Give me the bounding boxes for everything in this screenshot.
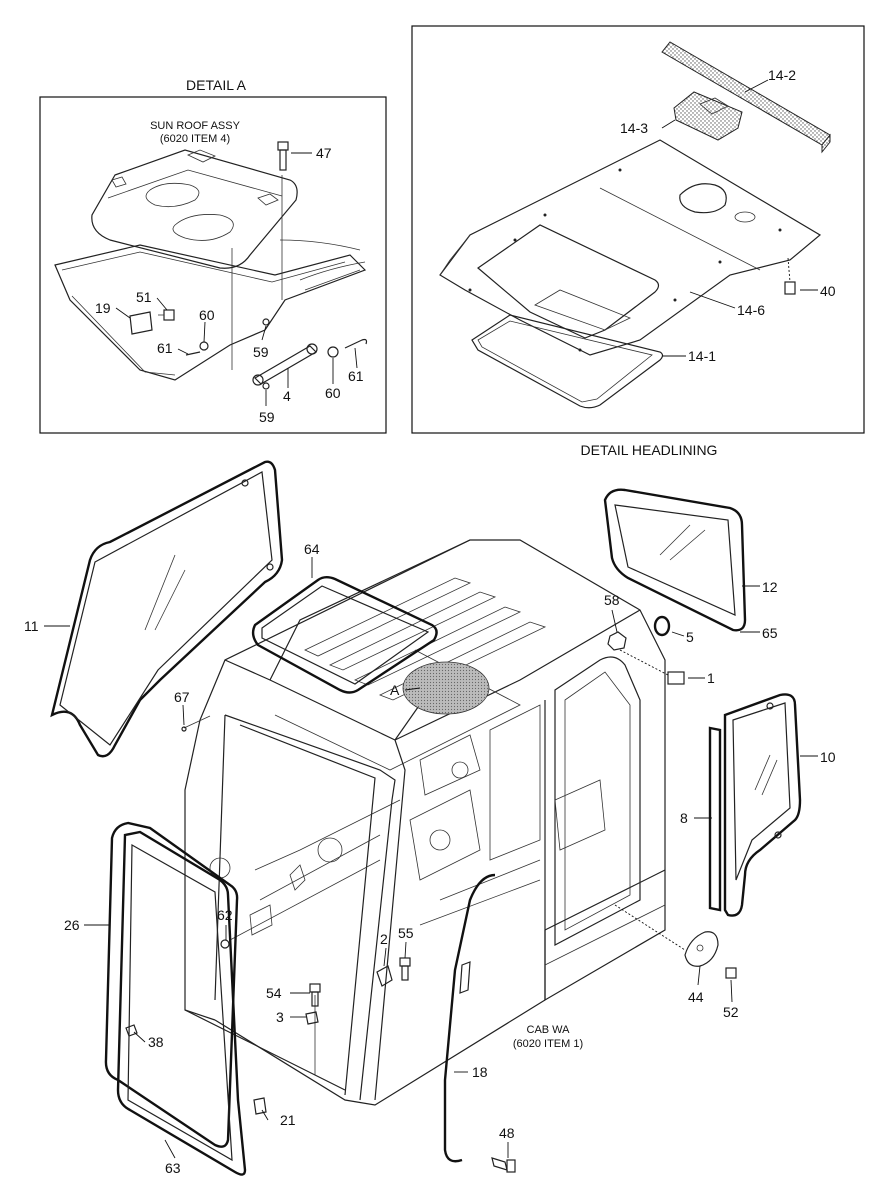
pin-67 [183, 715, 211, 729]
sun-roof-label-2: (6020 ITEM 4) [160, 133, 230, 145]
callout-44: 44 [688, 989, 704, 1005]
callout-59-top: 59 [253, 344, 269, 360]
callout-59-bottom: 59 [259, 409, 275, 425]
callout-12: 12 [762, 579, 778, 595]
callout-55: 55 [398, 925, 414, 941]
callout-48: 48 [499, 1125, 515, 1141]
clip-59-bottom [262, 382, 270, 390]
ring-5 [653, 615, 671, 637]
sun-roof-assy [54, 149, 367, 381]
block-38 [125, 1024, 138, 1037]
callout-60-left: 60 [199, 307, 215, 323]
callout-8: 8 [680, 810, 688, 826]
cab-label-1: CAB WA [527, 1024, 571, 1036]
washer-60-left [199, 341, 209, 351]
headliner-14-6 [439, 139, 822, 356]
seal-strip-8 [708, 726, 722, 912]
bolt-48 [491, 1157, 516, 1173]
bolt-40 [784, 257, 796, 295]
detail-a-panel: DETAIL A SUN ROOF ASSY (6020 ITEM 4) [39, 77, 387, 434]
nut-58 [607, 631, 627, 651]
detail-a-title: DETAIL A [186, 77, 247, 93]
headlining-leaders [661, 79, 818, 357]
bolt-54 [309, 983, 321, 1007]
callout-18: 18 [472, 1064, 488, 1080]
bolt-55 [399, 957, 411, 981]
callout-21: 21 [280, 1112, 296, 1128]
callout-1: 1 [707, 670, 715, 686]
callout-19: 19 [95, 300, 111, 316]
callout-65: 65 [762, 625, 778, 641]
part-62 [220, 939, 230, 949]
callout-14-3: 14-3 [620, 120, 648, 136]
seal-14-1 [471, 314, 664, 409]
plate-44 [614, 904, 719, 967]
main-leaders [44, 557, 818, 1159]
bolt-52 [725, 967, 737, 979]
pin-61-right [344, 338, 368, 349]
callout-67: 67 [174, 689, 190, 705]
cab-assembly: A [24, 460, 836, 1176]
callout-2: 2 [380, 931, 388, 947]
cab-label-2: (6020 ITEM 1) [513, 1038, 583, 1050]
detail-headlining-title: DETAIL HEADLINING [581, 442, 718, 458]
foam-strip-14-2 [661, 41, 831, 146]
callout-47: 47 [316, 145, 332, 161]
callout-60-right: 60 [325, 385, 341, 401]
bracket-19 [129, 311, 153, 335]
bracket-2 [376, 965, 393, 987]
marker-a-label: A [390, 682, 400, 698]
callout-14-6: 14-6 [737, 302, 765, 318]
detail-a-leaders [115, 152, 358, 406]
detail-a-marker: A [390, 661, 490, 715]
callout-61-left: 61 [157, 340, 173, 356]
bolt-51 [158, 309, 175, 321]
sun-roof-label-1: SUN ROOF ASSY [150, 120, 241, 132]
clip-3 [305, 1011, 319, 1025]
callout-38: 38 [148, 1034, 164, 1050]
windshield-11 [50, 460, 284, 758]
callout-10: 10 [820, 749, 836, 765]
callout-54: 54 [266, 985, 282, 1001]
seal-64 [251, 576, 438, 694]
detail-headlining-frame [411, 25, 865, 434]
callout-58: 58 [604, 592, 620, 608]
clip-59-top [262, 318, 270, 326]
door-seal-26 [104, 821, 239, 1148]
callout-52: 52 [723, 1004, 739, 1020]
callout-51: 51 [136, 289, 152, 305]
detail-a-frame [39, 96, 387, 434]
washer-60-right [327, 346, 339, 358]
callout-40: 40 [820, 283, 836, 299]
cab-frame [184, 539, 666, 1106]
detail-headlining-panel: DETAIL HEADLINING [411, 25, 865, 458]
stopper-21 [253, 1097, 267, 1115]
handrail-18 [443, 873, 496, 1163]
callout-61-right: 61 [348, 368, 364, 384]
callout-14-1: 14-1 [688, 348, 716, 364]
callout-14-2: 14-2 [768, 67, 796, 83]
callout-62: 62 [217, 907, 233, 923]
bolt-47 [277, 141, 289, 171]
door-glass-63 [116, 830, 247, 1176]
callout-11: 11 [24, 618, 39, 634]
callout-26: 26 [64, 917, 80, 933]
callout-63: 63 [165, 1160, 181, 1176]
bolt-1 [619, 649, 685, 685]
callout-3: 3 [276, 1009, 284, 1025]
pin-61-left [185, 351, 201, 356]
side-window-10 [723, 693, 802, 917]
foam-block-14-3 [673, 91, 743, 141]
side-window-12 [603, 488, 747, 632]
callout-5: 5 [686, 629, 694, 645]
seal-64-inner [261, 585, 430, 685]
callout-4: 4 [283, 388, 291, 404]
gas-strut [231, 175, 318, 386]
callout-64: 64 [304, 541, 320, 557]
